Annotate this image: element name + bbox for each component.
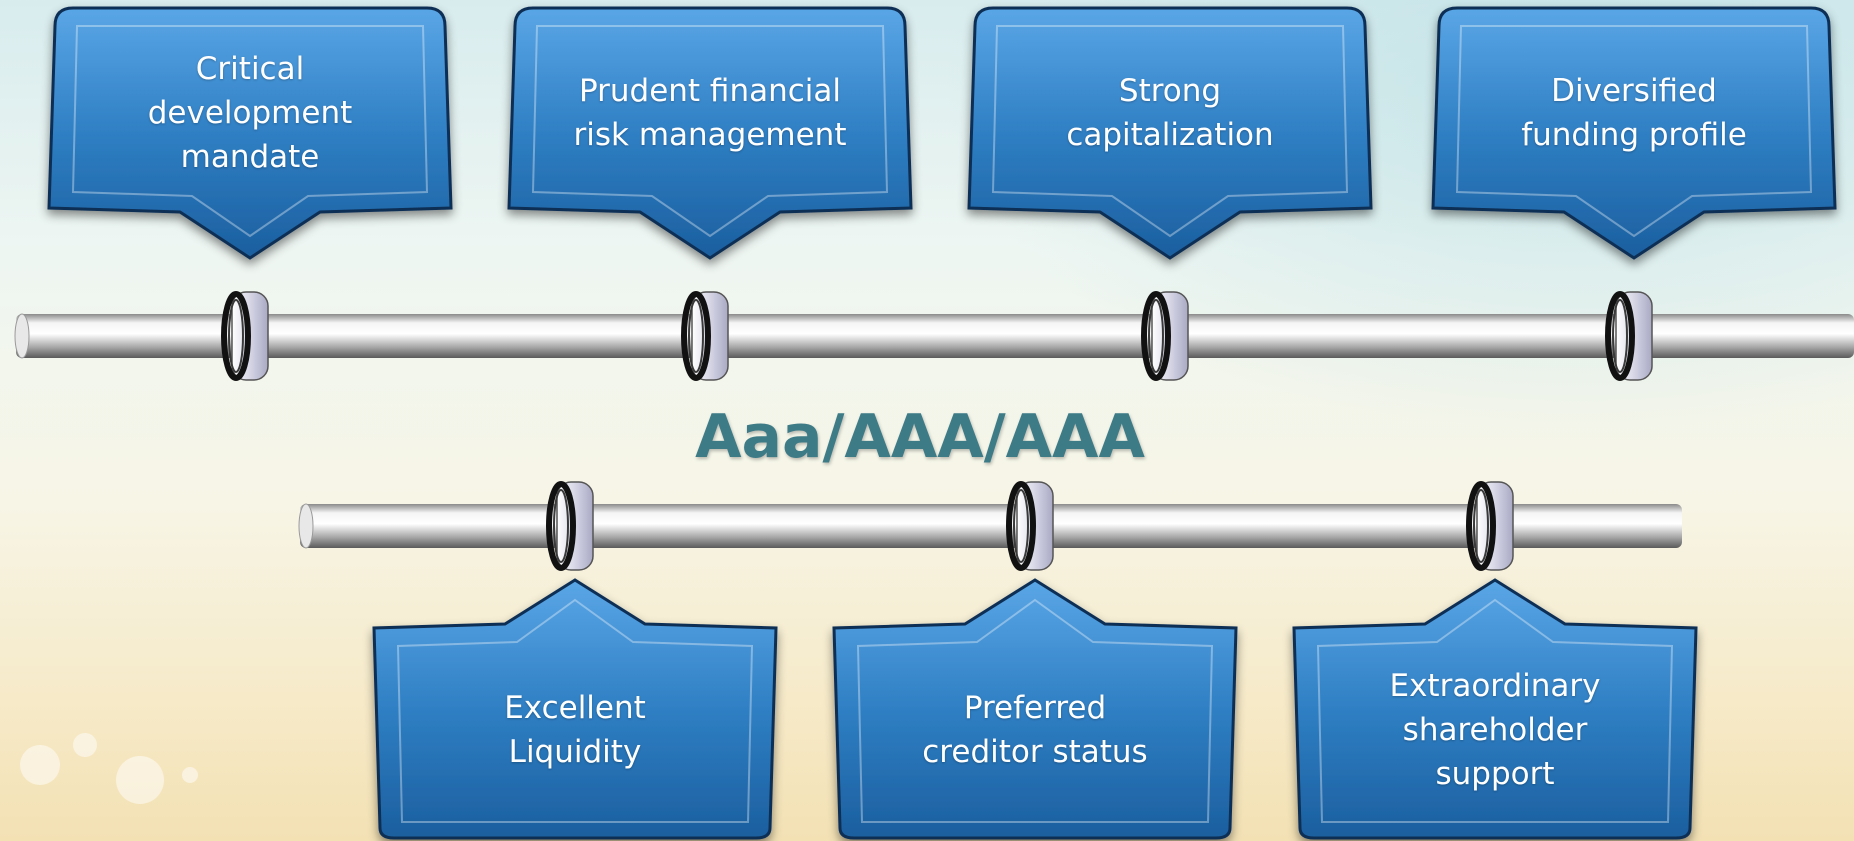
- bottom-callout-box: [832, 578, 1238, 840]
- top-callout-box: [47, 6, 453, 260]
- top-connector-ring: [221, 291, 269, 381]
- top-callout-box: [507, 6, 913, 260]
- top-connector-ring: [1141, 291, 1189, 381]
- top-callout-box: [1431, 6, 1837, 260]
- bottom-pipe: [298, 503, 1682, 549]
- bottom-callout-label: Preferred creditor status: [922, 690, 1148, 770]
- bottom-connector-ring: [546, 481, 594, 571]
- bottom-callout-box: [372, 578, 778, 840]
- top-pipe: [14, 313, 1854, 359]
- bottom-callout-label: Extraordinary shareholder support: [1389, 668, 1601, 792]
- top-callout-box: [967, 6, 1373, 260]
- bottom-connector-ring: [1466, 481, 1514, 571]
- top-callout-label: Prudent financial risk management: [573, 73, 847, 153]
- bokeh-decoration: [20, 733, 198, 804]
- top-callout-label: Diversified funding profile: [1521, 73, 1747, 153]
- top-callout-label: Critical development mandate: [147, 51, 353, 175]
- top-connector-ring: [681, 291, 729, 381]
- rating-title: Aaa/AAA/AAA: [695, 402, 1145, 472]
- top-connector-ring: [1605, 291, 1653, 381]
- top-callout-label: Strong capitalization: [1066, 73, 1274, 153]
- bottom-callout-label: Excellent Liquidity: [504, 690, 646, 770]
- bottom-connector-ring: [1006, 481, 1054, 571]
- bottom-callout-box: [1292, 578, 1698, 840]
